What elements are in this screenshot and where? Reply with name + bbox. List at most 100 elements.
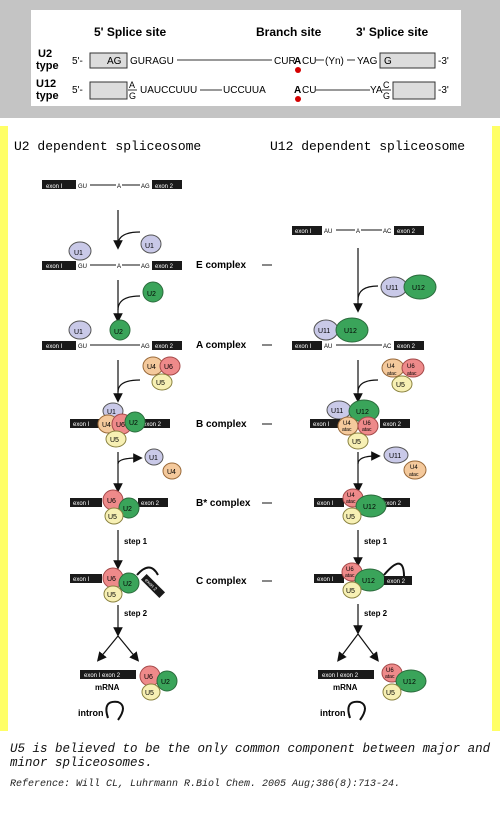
spliceosome-svg: U2 dependent spliceosome U12 dependent s…: [14, 139, 465, 721]
u2-b-u1: U1: [107, 409, 116, 416]
e-complex-label: E complex: [196, 260, 246, 271]
u2-c-u5: U5: [107, 592, 116, 599]
u2-ag-label: AG: [141, 184, 150, 190]
u12-released-u4-atac: atac: [409, 472, 419, 478]
u2-a-exon2: exon 2: [155, 344, 174, 350]
u2-bs-u6: U6: [107, 498, 116, 505]
u2-branch-left: CUR: [274, 56, 296, 67]
u12-a-ac: AC: [383, 344, 392, 350]
u12-bs-u4-atac: atac: [346, 499, 356, 505]
u2-a-u1-label: U1: [74, 329, 83, 336]
u12-a-u11: U11: [318, 328, 330, 335]
u2-u1-particle: [140, 234, 162, 254]
u2-e-gu: GU: [78, 264, 87, 270]
u12-b-u6: U6: [363, 421, 371, 427]
u2-tri-snrnp: U4 U6 U5: [142, 356, 181, 391]
u2-b-u2: U2: [129, 420, 138, 427]
u2-bs-u5: U5: [108, 514, 117, 521]
u2-exon1-box: [89, 52, 128, 69]
u2-tri-u4: U4: [147, 364, 156, 371]
u12-tri-u6-atac: atac: [407, 371, 417, 377]
u2-exon2-label: exon 2: [155, 184, 174, 190]
u2-e-exon2: exon 2: [155, 264, 174, 270]
u12-b-u6-atac: atac: [362, 427, 372, 433]
u12-bs-u12: U12: [363, 504, 376, 511]
u12-branch-left: UCCUUA: [223, 85, 266, 96]
u12-exon2-box: [392, 81, 436, 100]
reference: Reference: Will CL, Luhrmann R.Biol Chem…: [10, 779, 401, 790]
u12-type-label-2: type: [36, 90, 59, 102]
u2-u2-label: U2: [147, 291, 156, 298]
u2-mrna-product: exon I exon 2 mRNA: [80, 670, 136, 692]
u12-di-u12: U12: [412, 285, 425, 292]
u2-mrna-label: mRNA: [95, 683, 120, 692]
u12-a-au: AU: [324, 344, 332, 350]
u2-type-label: U2: [38, 48, 52, 60]
u2-exon2-seq: G: [384, 56, 392, 67]
consensus-svg: 5' Splice site Branch site 3' Splice sit…: [31, 10, 461, 106]
u12-released-u11: [383, 446, 409, 464]
u2-b-u5: U5: [110, 437, 119, 444]
u2-b-complex: U1 exon I exon 2 U4 U6 U2 U5: [70, 402, 170, 448]
u2-a-gu: GU: [78, 344, 87, 350]
spliceosome-comparison-panel: U2 dependent spliceosome U12 dependent s…: [0, 126, 500, 731]
u12-exon1-box: [89, 81, 128, 100]
u12-bs-exon2: exon 2: [383, 501, 402, 507]
u12-ac: AC: [383, 229, 392, 235]
u2-type-label-2: type: [36, 60, 59, 72]
b-complex-label: B complex: [196, 419, 247, 430]
u12-a-exon2: exon 2: [397, 344, 416, 350]
u2-bs-exon2: exon 2: [141, 501, 160, 507]
u2-c-complex: exon I U6 U2 U5 exon 2: [70, 566, 166, 603]
u12-released-u4: [403, 460, 427, 480]
u2-a-exon1: exon I: [46, 344, 63, 350]
u12-c-u6-atac: atac: [345, 573, 355, 579]
u2-bs-exon1: exon I: [73, 501, 90, 507]
u2-released-u4-label: U4: [167, 469, 176, 476]
u12-tri-snrnp: U4 atac U6 atac U5: [381, 358, 425, 393]
u12-exon1: exon I: [295, 229, 312, 235]
u2-post-u5: U5: [145, 690, 154, 697]
a-complex-label: A complex: [196, 340, 247, 351]
u2-b-exon2: exon 2: [143, 422, 162, 428]
u12-a: A: [356, 229, 360, 235]
u2-a-label: A: [117, 184, 121, 190]
u12-ya: YA: [370, 85, 383, 96]
u2-tri-u6: U6: [164, 364, 173, 371]
caption: U5 is believed to be the only common com…: [10, 742, 491, 770]
u2-branch-right: CU: [302, 56, 316, 67]
u12-b-u4: U4: [343, 421, 351, 427]
u12-b-u11: U11: [331, 408, 343, 415]
u12-au: AU: [324, 229, 332, 235]
u12-column-title: U12 dependent spliceosome: [270, 139, 465, 154]
u2-intron-label: intron: [78, 708, 104, 718]
u12-c-u5: U5: [346, 588, 355, 595]
u2-e-u1-label: U1: [74, 250, 83, 257]
u12-bs-u4: U4: [347, 493, 355, 499]
u12-branch-a: A: [294, 85, 301, 96]
u12-c-complex: exon I U6 atac U12 U5 exon 2: [314, 562, 412, 599]
u2-c-u6: U6: [107, 576, 116, 583]
u12-b-u4-atac: atac: [342, 427, 352, 433]
u2-released-u4: [162, 462, 182, 480]
heading-3-splice-site: 3' Splice site: [356, 25, 429, 39]
u2-released-u1-label: U1: [149, 455, 158, 462]
u12-mrna-exons: exon I exon 2: [322, 673, 359, 679]
u12-a-u12: U12: [344, 328, 357, 335]
u2-intron-lariat: [105, 700, 124, 721]
u12-exon2-top: C: [383, 80, 390, 90]
u2-column-title: U2 dependent spliceosome: [14, 139, 201, 154]
u2-branch-a: A: [294, 56, 301, 67]
u2-u1-label: U1: [145, 243, 154, 250]
u2-bstar-complex: exon I exon 2 U6 U2 U5: [70, 489, 168, 525]
u12-exon2-bottom: G: [383, 91, 390, 101]
u12-post-u6-atac: atac: [385, 674, 395, 680]
u2-a-ag: AG: [141, 344, 150, 350]
u12-tri-u6: U6: [407, 364, 415, 370]
u2-exon1-seq: AG: [107, 56, 122, 67]
u12-intron-lariat: [347, 700, 366, 721]
u12-b-u5: U5: [352, 439, 361, 446]
u12-released-u11-label: U11: [389, 453, 401, 460]
u2-b-exon1: exon I: [73, 422, 90, 428]
u2-e-exon1: exon I: [46, 264, 63, 270]
